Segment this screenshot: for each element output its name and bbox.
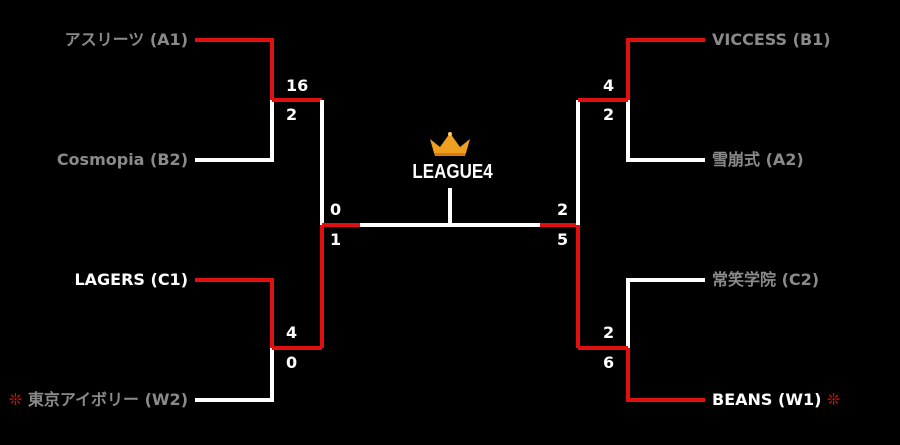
team-b1-seed: (B1)	[792, 30, 831, 49]
team-a2-seed: (A2)	[765, 150, 804, 169]
league-title: LEAGUE4	[412, 161, 493, 183]
wildcard-mark-icon: ❊	[826, 390, 841, 409]
team-c2-name: 常笑学院	[712, 270, 777, 289]
score-left-qf2-top: 4	[286, 323, 298, 342]
score-right-qf1-top: 4	[603, 76, 615, 95]
team-a2-name: 雪崩式	[712, 150, 761, 169]
wildcard-mark-icon: ❊	[8, 390, 23, 409]
team-a1-seed: (A1)	[149, 30, 188, 49]
team-a1-name: アスリーツ	[64, 30, 145, 49]
score-left-sf-top: 0	[330, 200, 342, 219]
team-b2-seed: (B2)	[150, 150, 188, 169]
line-w1	[626, 348, 705, 402]
team-w1-name: BEANS	[712, 390, 773, 409]
line-a2	[626, 100, 705, 162]
score-left-qf1-top: 16	[286, 76, 309, 95]
score-right-sf-bottom: 5	[557, 230, 569, 249]
line-a1	[195, 38, 274, 100]
team-c2: 常笑学院 (C2)	[712, 270, 819, 290]
team-a1: アスリーツ (A1)	[65, 30, 188, 50]
team-b2: Cosmopia (B2)	[57, 150, 188, 170]
score-left-qf2-bottom: 0	[286, 353, 298, 372]
line-b2	[195, 100, 274, 162]
line-c1	[195, 278, 274, 348]
score-right-sf-top: 2	[557, 200, 569, 219]
team-w2: ❊ 東京アイボリー (W2)	[9, 390, 188, 410]
score-right-qf2-top: 2	[603, 323, 615, 342]
score-left-qf1-bottom: 2	[286, 105, 298, 124]
score-right-qf2-bottom: 6	[603, 353, 615, 372]
score-left-sf-bottom: 1	[330, 230, 342, 249]
team-w1: BEANS (W1) ❊	[712, 390, 840, 410]
team-w2-seed: (W2)	[144, 390, 188, 409]
team-c2-seed: (C2)	[781, 270, 820, 289]
team-w2-name: 東京アイボリー	[27, 390, 140, 409]
line-c2	[626, 278, 705, 348]
team-a2: 雪崩式 (A2)	[712, 150, 804, 170]
team-b1: VICCESS (B1)	[712, 30, 831, 50]
score-right-qf1-bottom: 2	[603, 105, 615, 124]
team-w1-seed: (W1)	[778, 390, 822, 409]
team-c1: LAGERS (C1)	[74, 270, 188, 290]
team-c1-name: LAGERS	[74, 270, 145, 289]
team-c1-seed: (C1)	[150, 270, 189, 289]
team-b1-name: VICCESS	[712, 30, 788, 49]
line-w2	[195, 348, 274, 402]
team-b2-name: Cosmopia	[56, 150, 145, 169]
line-b1	[626, 38, 705, 100]
crown-icon	[430, 132, 470, 156]
